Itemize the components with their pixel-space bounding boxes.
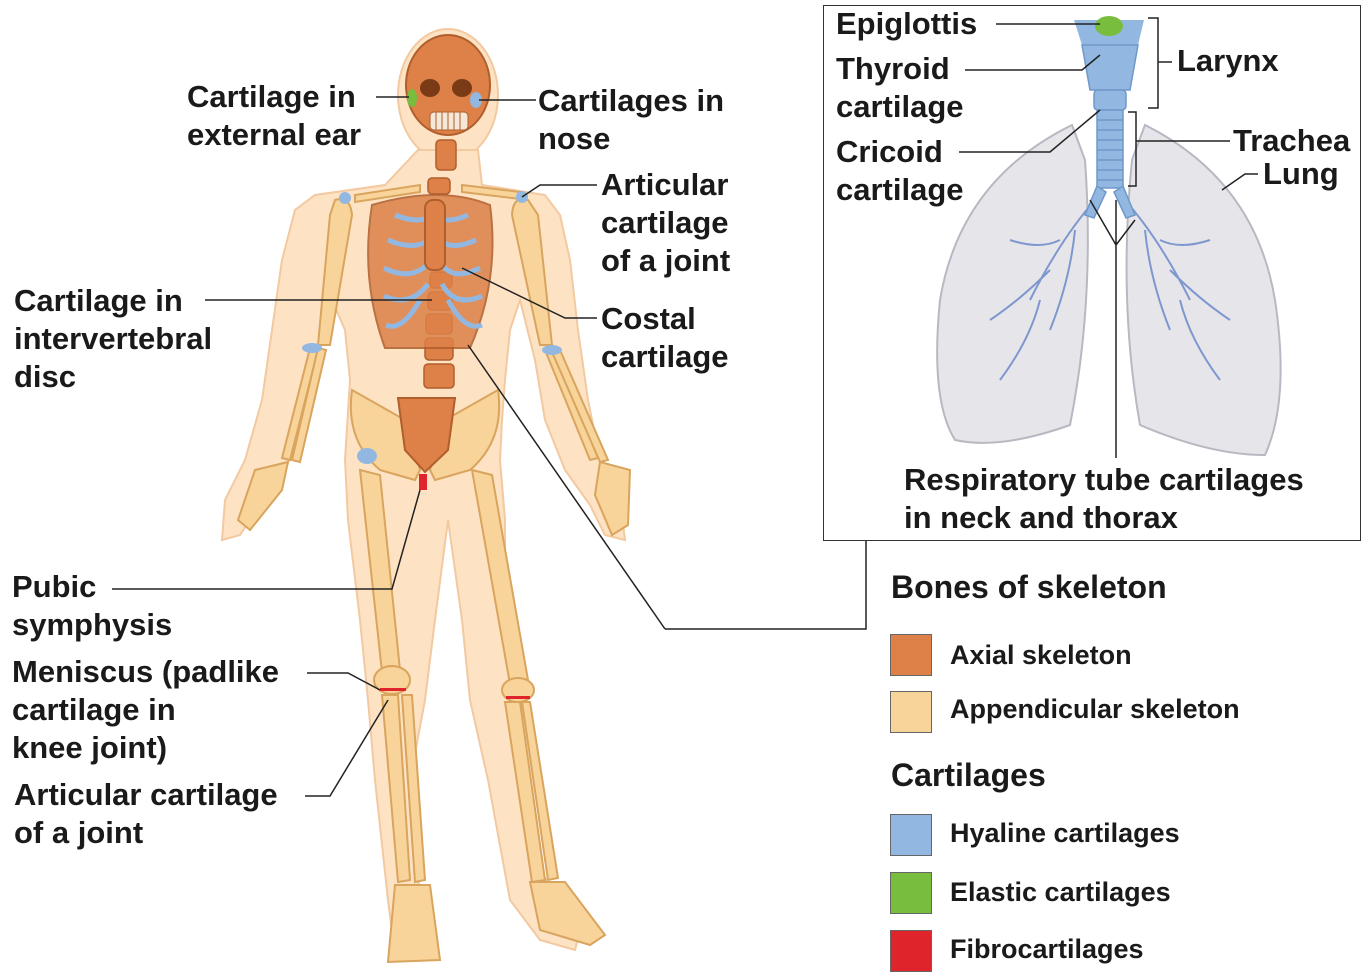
legend-label-appendicular: Appendicular skeleton [950,694,1240,725]
label-cartilages-nose: Cartilages in nose [538,82,724,158]
legend-swatch-axial [890,634,932,676]
body-silhouette [222,29,625,960]
label-articular-cartilage-lower: Articular cartilage of a joint [14,776,278,852]
label-meniscus: Meniscus (padlike cartilage in knee join… [12,653,279,767]
legend-swatch-fibro [890,930,932,972]
rib-cage [368,195,492,348]
legend-label-axial: Axial skeleton [950,640,1132,671]
label-articular-cartilage-upper: Articular cartilage of a joint [601,166,730,280]
label-costal-cartilage: Costal cartilage [601,300,729,376]
legend-cartilages-title: Cartilages [891,757,1046,794]
label-cricoid-cartilage: Cricoid cartilage [836,133,964,209]
label-larynx: Larynx [1177,42,1279,80]
label-thyroid-cartilage: Thyroid cartilage [836,50,964,126]
legend-bones-title: Bones of skeleton [891,569,1167,606]
label-pubic-symphysis: Pubic symphysis [12,568,172,644]
legend-label-hyaline: Hyaline cartilages [950,818,1180,849]
label-intervertebral-disc: Cartilage in intervertebral disc [14,282,212,396]
legend-label-elastic: Elastic cartilages [950,877,1171,908]
skull [406,35,490,135]
legend-swatch-appendicular [890,691,932,733]
label-epiglottis: Epiglottis [836,5,977,43]
legend-label-fibro: Fibrocartilages [950,934,1144,965]
legend-swatch-hyaline [890,814,932,856]
legend-swatch-elastic [890,872,932,914]
label-lung: Lung [1263,155,1339,193]
label-respiratory-tube-cartilages: Respiratory tube cartilages in neck and … [904,461,1304,537]
label-cartilage-external-ear: Cartilage in external ear [187,78,361,154]
